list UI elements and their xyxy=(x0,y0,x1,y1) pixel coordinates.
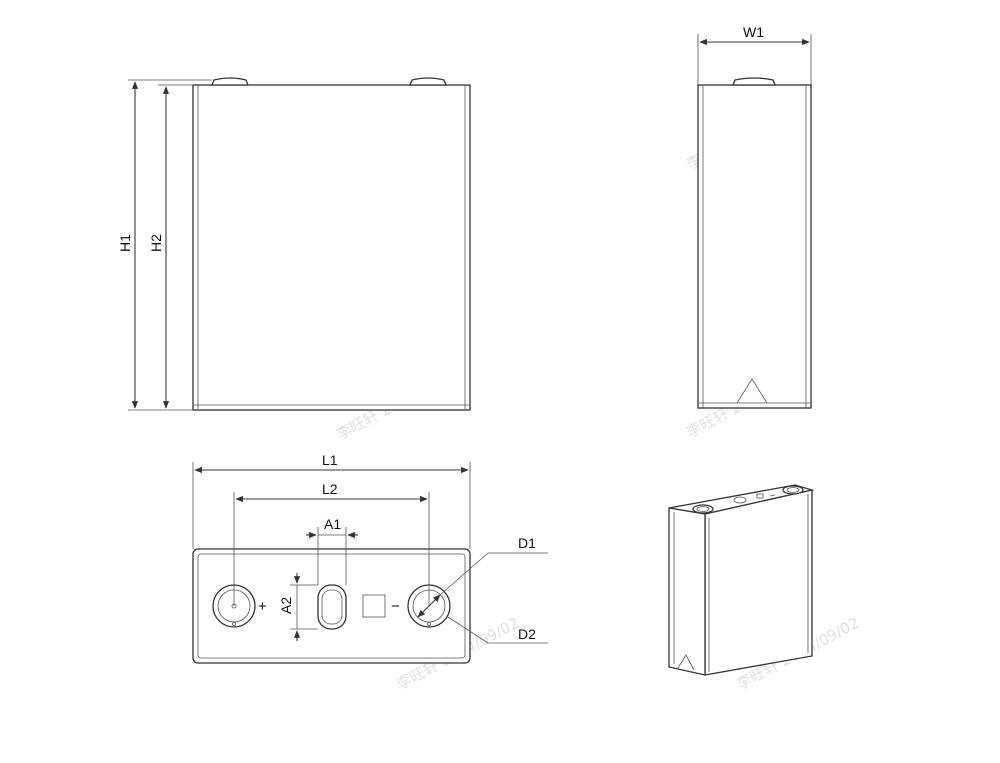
l2-label: L2 xyxy=(322,481,338,497)
side-view-body xyxy=(697,84,812,409)
iso-left-face xyxy=(668,507,706,676)
iso-front-face xyxy=(704,489,813,676)
d1-label: D1 xyxy=(518,535,536,551)
front-terminal-left xyxy=(211,77,249,86)
l1-label: L1 xyxy=(322,452,338,468)
side-vent-triangle xyxy=(736,378,768,404)
side-view: W1 xyxy=(697,24,812,409)
top-view: + − L1 L2 A1 A2 xyxy=(192,452,548,664)
front-view-body xyxy=(192,84,471,411)
isometric-view xyxy=(668,484,815,676)
code-square xyxy=(362,594,386,618)
safety-vent xyxy=(317,584,347,630)
d2-leader xyxy=(447,616,489,644)
side-terminal xyxy=(732,77,776,86)
iso-vent-triangle xyxy=(677,654,695,671)
d1-leader xyxy=(439,552,489,596)
h1-label: H1 xyxy=(117,234,133,252)
iso-vent xyxy=(733,496,747,504)
a1-label: A1 xyxy=(324,516,341,532)
front-terminal-right xyxy=(409,77,447,86)
w1-label: W1 xyxy=(743,24,764,40)
a2-label: A2 xyxy=(278,597,294,614)
front-view: H1 H2 xyxy=(117,77,471,411)
h2-label: H2 xyxy=(148,234,164,252)
d2-label: D2 xyxy=(518,626,536,642)
negative-sign: − xyxy=(391,598,400,615)
positive-sign: + xyxy=(258,598,267,615)
